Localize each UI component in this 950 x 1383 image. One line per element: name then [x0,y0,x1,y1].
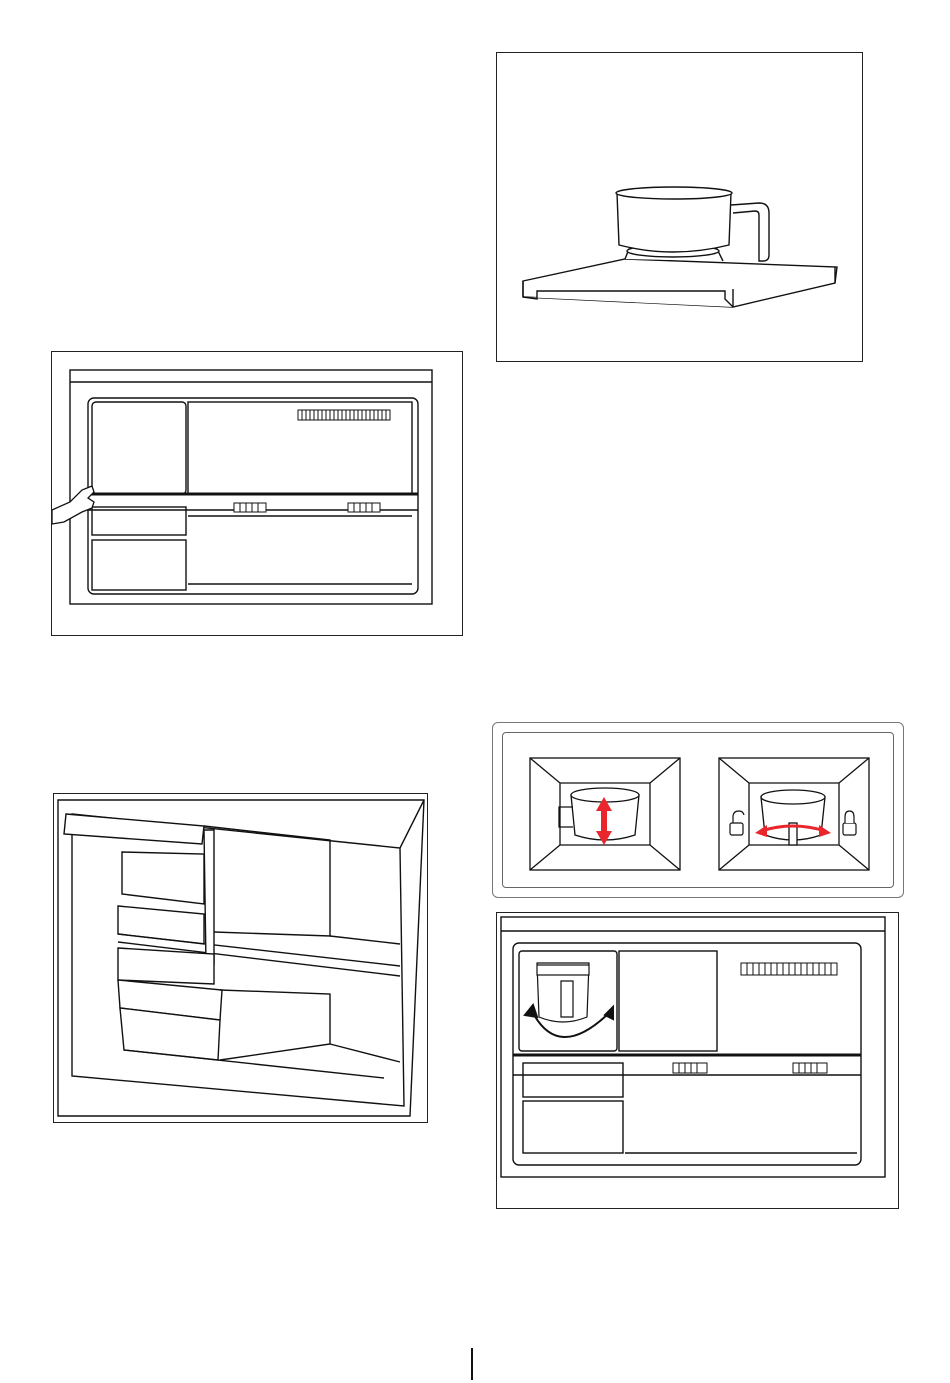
tank-instructions-illustration [492,722,904,898]
freezer-interior-drawing [54,794,427,1122]
vent-grille-top [298,410,390,420]
tank-instructions-drawing [493,723,903,897]
water-tank-drawing [497,53,862,361]
freezer-front-view-drawing [52,352,462,635]
tank-installation-illustration [496,912,899,1209]
water-tank-in-slot [537,963,589,1022]
shelf-removal-illustration [51,351,463,636]
freezer-tank-installation-drawing [497,913,898,1208]
lock-icon [843,811,856,835]
page-divider [471,1348,473,1380]
unlock-icon [730,811,744,835]
interior-perspective-illustration [53,793,428,1123]
water-tank-illustration [496,52,863,362]
